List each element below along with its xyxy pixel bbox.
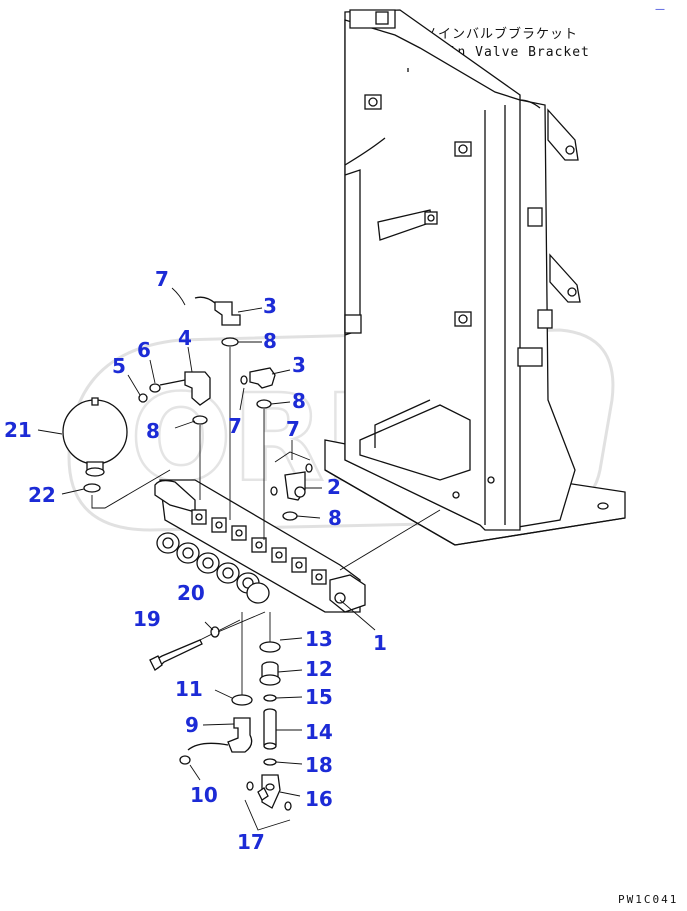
leader-17 bbox=[244, 799, 291, 831]
callouts: 7 3 8 6 4 5 3 8 21 8 7 7 2 22 8 20 19 1 … bbox=[4, 267, 387, 854]
leader-1 bbox=[339, 599, 376, 631]
accumulator bbox=[62, 397, 128, 477]
drawing-code: PW1C041 bbox=[618, 893, 678, 906]
callout-8: 8 bbox=[328, 506, 342, 530]
solenoid-valve-assembly bbox=[154, 479, 441, 613]
callout-21: 21 bbox=[4, 418, 32, 442]
callout-17: 17 bbox=[237, 830, 265, 854]
callout-5: 5 bbox=[112, 354, 126, 378]
callout-16: 16 bbox=[305, 787, 333, 811]
callout-10: 10 bbox=[190, 783, 218, 807]
callout-8: 8 bbox=[292, 389, 306, 413]
o-ring-15 bbox=[263, 694, 277, 702]
bracket-label-japanese: メインバルブブラケット bbox=[424, 26, 578, 42]
callout-20: 20 bbox=[177, 581, 205, 605]
o-ring-8a bbox=[221, 337, 239, 347]
elbow-fitting-3-middle bbox=[249, 367, 291, 389]
callout-1: 1 bbox=[373, 631, 387, 655]
o-ring-8c bbox=[192, 415, 208, 425]
callout-11: 11 bbox=[175, 677, 203, 701]
callout-2: 2 bbox=[327, 475, 341, 499]
callout-22: 22 bbox=[28, 483, 56, 507]
callout-4: 4 bbox=[178, 326, 192, 350]
plug-5 bbox=[138, 393, 148, 403]
callout-14: 14 bbox=[305, 720, 333, 744]
adapter-14 bbox=[263, 708, 277, 750]
callout-15: 15 bbox=[305, 685, 333, 709]
washer-20 bbox=[210, 626, 220, 638]
elbow-fitting-4 bbox=[159, 346, 211, 406]
leader-22 bbox=[61, 488, 85, 495]
hose-end-10 bbox=[179, 755, 191, 765]
callout-3: 3 bbox=[263, 294, 277, 318]
callout-8: 8 bbox=[146, 419, 160, 443]
callout-9: 9 bbox=[185, 713, 199, 737]
callout-12: 12 bbox=[305, 657, 333, 681]
callout-7: 7 bbox=[228, 414, 242, 438]
o-ring-8b bbox=[256, 399, 272, 409]
corner-mark: — bbox=[655, 4, 665, 15]
o-ring-6 bbox=[149, 383, 161, 393]
callout-18: 18 bbox=[305, 753, 333, 777]
callout-13: 13 bbox=[305, 627, 333, 651]
bolt-19 bbox=[149, 619, 241, 671]
leader-7a bbox=[171, 287, 186, 306]
o-ring-11 bbox=[231, 694, 253, 706]
main-valve-bracket bbox=[324, 9, 626, 546]
o-ring-8d bbox=[282, 511, 298, 521]
callout-7: 7 bbox=[155, 267, 169, 291]
leader-accumulator bbox=[91, 469, 171, 509]
elbow-fitting-9 bbox=[187, 717, 253, 753]
callout-19: 19 bbox=[133, 607, 161, 631]
o-ring-18 bbox=[263, 758, 277, 766]
callout-6: 6 bbox=[137, 338, 151, 362]
callout-7: 7 bbox=[286, 417, 300, 441]
callout-8: 8 bbox=[263, 329, 277, 353]
tee-fitting-16 bbox=[257, 774, 301, 809]
fitting-2 bbox=[274, 451, 322, 501]
plug-12 bbox=[259, 661, 281, 686]
bracket-label-english: Main Valve Bracket bbox=[431, 45, 590, 60]
leader-21 bbox=[37, 429, 63, 435]
o-ring-13 bbox=[259, 641, 281, 653]
o-ring-22 bbox=[83, 483, 101, 493]
elbow-fitting-3-upper bbox=[194, 296, 263, 326]
callout-3: 3 bbox=[292, 353, 306, 377]
